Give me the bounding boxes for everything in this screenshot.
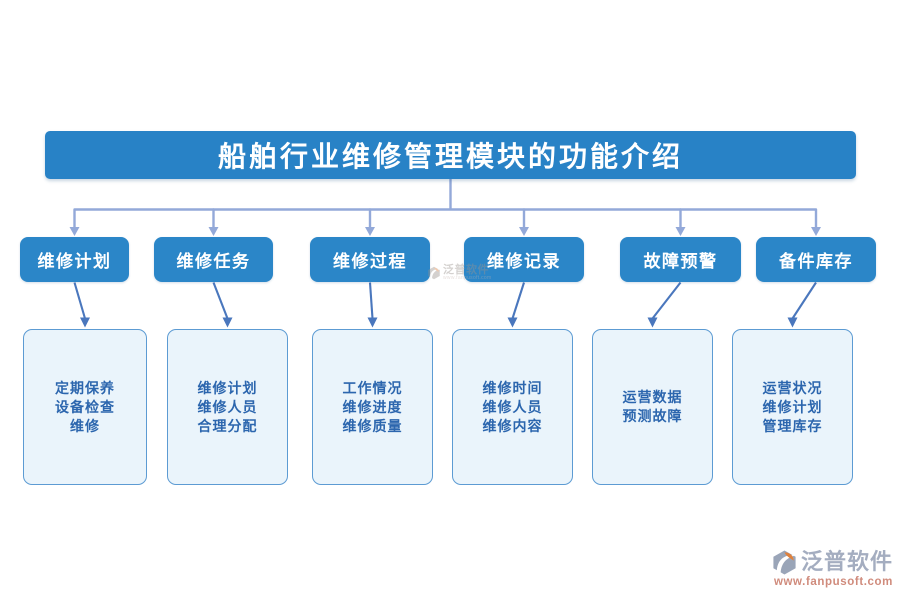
module-box-maintenance-record: 维修记录 — [464, 237, 584, 282]
arrow-down-icon — [365, 227, 375, 236]
arrow-down-icon — [367, 317, 378, 328]
detail-box-fault-warning: 运营数据 预测故障 — [592, 329, 713, 485]
detail-line: 运营状况 — [762, 379, 823, 396]
watermark-url: www.fanpusoft.com — [443, 275, 492, 281]
detail-line: 维修 — [70, 417, 100, 434]
detail-line: 维修人员 — [197, 398, 258, 415]
detail-line: 维修质量 — [342, 417, 403, 434]
diagram-title: 船舶行业维修管理模块的功能介绍 — [45, 131, 856, 179]
detail-line: 预测故障 — [622, 408, 683, 424]
arrow-down-icon — [222, 317, 233, 328]
header-to-detail-arrows — [73, 281, 817, 328]
detail-line: 合理分配 — [197, 417, 258, 434]
detail-line: 维修时间 — [482, 379, 543, 396]
arrow-down-icon — [811, 227, 821, 236]
module-box-maintenance-plan: 维修计划 — [20, 237, 129, 282]
arrow-down-icon — [507, 317, 518, 328]
arrow-down-icon — [80, 317, 90, 328]
detail-line: 定期保养 — [55, 379, 115, 396]
detail-line: 维修计划 — [197, 379, 258, 396]
detail-box-maintenance-plan: 定期保养 设备检查 维修 — [23, 329, 147, 485]
arrow-down-icon — [208, 227, 219, 236]
connector-tree — [69, 177, 821, 236]
brand-name: 泛普软件 — [800, 549, 893, 575]
detail-box-maintenance-record: 维修时间 维修人员 维修内容 — [452, 329, 573, 485]
detail-box-maintenance-process: 工作情况 维修进度 维修质量 — [312, 329, 433, 485]
module-box-maintenance-process: 维修过程 — [310, 237, 430, 282]
detail-line: 运营数据 — [622, 389, 683, 405]
detail-box-spare-parts-inventory: 运营状况 维修计划 管理库存 — [732, 329, 853, 485]
module-box-maintenance-task: 维修任务 — [154, 237, 273, 282]
detail-line: 维修计划 — [762, 398, 823, 415]
module-box-spare-parts-inventory: 备件库存 — [756, 237, 876, 282]
detail-line: 工作情况 — [342, 379, 403, 396]
detail-line: 维修人员 — [482, 398, 543, 415]
arrow-down-icon — [519, 227, 529, 236]
fanpu-logo-icon — [428, 266, 440, 280]
module-box-fault-warning: 故障预警 — [620, 237, 741, 282]
detail-line: 设备检查 — [55, 398, 115, 415]
watermark: 泛普软件 www.fanpusoft.com — [427, 265, 491, 281]
detail-line: 维修进度 — [342, 398, 403, 415]
arrow-down-icon — [69, 227, 80, 236]
watermark-brand: 泛普软件 — [443, 264, 489, 276]
arrow-down-icon — [647, 317, 658, 328]
brand-url: www.fanpusoft.com — [773, 576, 893, 588]
brand-logo: 泛普软件 www.fanpusoft.com — [771, 549, 893, 588]
detail-line: 管理库存 — [762, 417, 823, 434]
arrow-down-icon — [675, 227, 686, 236]
fanpu-logo-icon — [773, 550, 797, 575]
detail-box-maintenance-task: 维修计划 维修人员 合理分配 — [167, 329, 288, 485]
arrow-down-icon — [787, 317, 798, 328]
detail-line: 维修内容 — [482, 417, 543, 434]
